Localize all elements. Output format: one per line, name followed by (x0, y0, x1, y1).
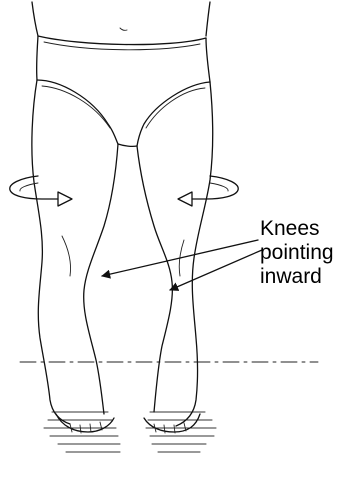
label-line-2: pointing (260, 241, 334, 264)
right-leg (137, 82, 213, 433)
rotation-arrow-icon (10, 176, 72, 206)
floor-shadow (44, 412, 216, 452)
left-leg (32, 80, 118, 433)
torso (32, 2, 210, 50)
label-line-3: inward (260, 265, 322, 288)
knees-label: Knees pointing inward (260, 217, 339, 288)
briefs (37, 36, 210, 146)
label-line-1: Knees (260, 217, 320, 240)
